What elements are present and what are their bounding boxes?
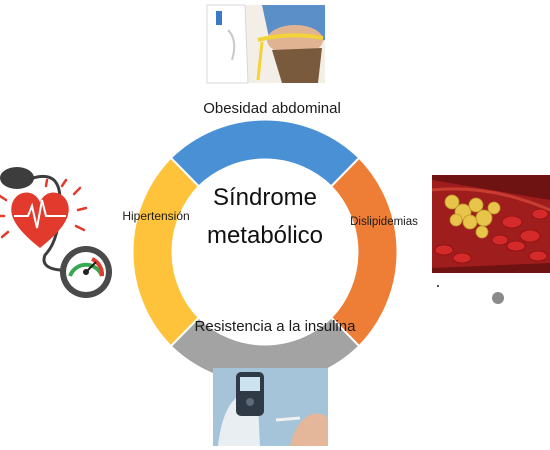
small-dash: [437, 285, 439, 287]
grey-dot: [492, 292, 504, 304]
blood-vessel-cholesterol-photo: [431, 175, 550, 273]
label-dislipidemias: Dislipidemias: [350, 216, 418, 228]
label-insulina: Resistencia a la insulina: [195, 318, 357, 335]
waist-measurement-photo: [206, 4, 325, 84]
ring-segment-hipertension: [131, 156, 201, 348]
heart-blood-pressure-icon: [0, 167, 112, 298]
label-hipertension: Hipertensión: [122, 209, 189, 223]
glucometer-photo: [213, 368, 328, 446]
ring-segment-obesidad: [169, 118, 361, 188]
ring: [131, 118, 399, 386]
label-obesidad: Obesidad abdominal: [203, 100, 341, 117]
center-title-line2: metabólico: [207, 222, 323, 249]
center-title-line1: Síndrome: [213, 184, 317, 211]
